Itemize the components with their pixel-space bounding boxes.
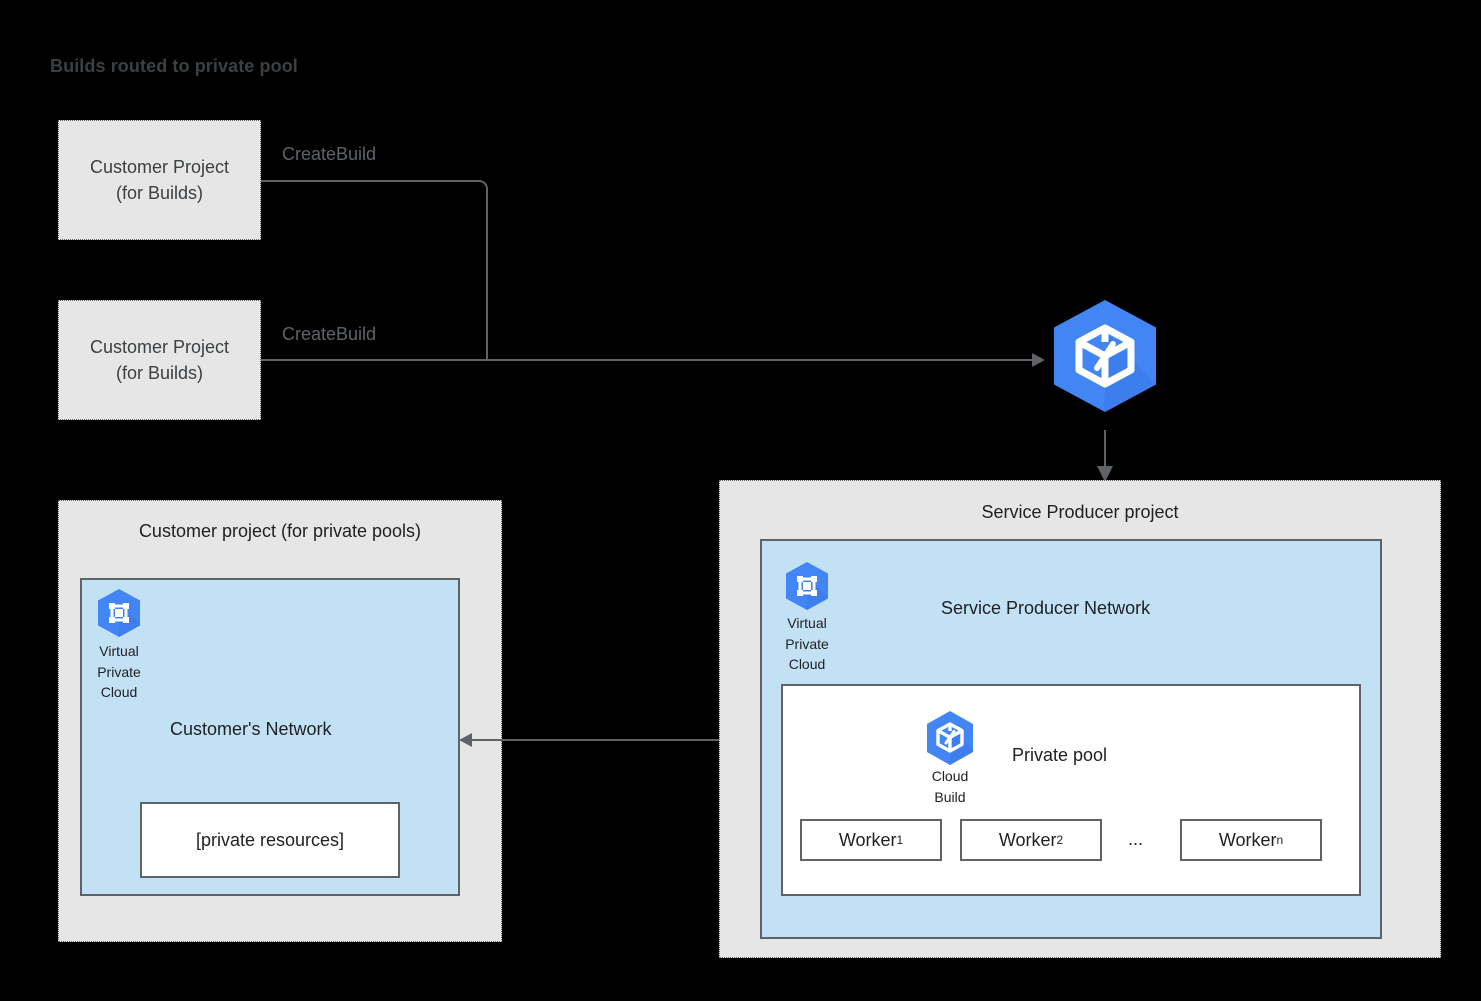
- page-title: Builds routed to private pool: [50, 56, 298, 76]
- private-resources-box: [private resources]: [140, 802, 400, 878]
- vpc-caption-customer-line2: Private: [97, 663, 141, 680]
- connector-cloudbuild-down-arrowhead: [1097, 466, 1113, 482]
- service-producer-project-title: Service Producer project: [981, 502, 1179, 522]
- cloud-build-icon: [1043, 294, 1167, 418]
- customer-build-project-1: Customer Project (for Builds): [58, 120, 261, 240]
- vpc-caption-customer-line1: Virtual: [99, 643, 139, 659]
- cloud-build-caption-line2: Build: [934, 788, 966, 805]
- private-pool-box: [781, 684, 1361, 896]
- vpc-caption-customer: Virtual Private Cloud: [74, 641, 164, 703]
- vpc-caption-customer-line3: Cloud: [100, 684, 138, 701]
- edge-label-createbuild-2: CreateBuild: [282, 324, 377, 344]
- virtual-private-cloud-icon: [780, 559, 834, 613]
- connector-to-cloudbuild-line: [261, 359, 1036, 361]
- service-producer-network-title: Service Producer Network: [941, 598, 1151, 618]
- peering-connector-line: [472, 739, 750, 741]
- vpc-caption-producer-line1: Virtual: [787, 615, 827, 631]
- customer-build-project-2-line2: (for Builds): [115, 363, 203, 383]
- workers-ellipsis: ...: [1128, 829, 1144, 849]
- vpc-caption-producer: Virtual Private Cloud: [762, 613, 852, 675]
- private-resources-label: [private resources]: [195, 829, 345, 850]
- connector-to-cloudbuild-arrowhead: [1032, 353, 1045, 367]
- customer-build-project-2: Customer Project (for Builds): [58, 300, 261, 420]
- worker-2-label: Worker: [998, 829, 1057, 850]
- connector-build1-vertical: [486, 189, 488, 361]
- customer-build-project-1-line2: (for Builds): [115, 183, 203, 203]
- customer-build-project-1-line1: Customer Project: [89, 156, 230, 177]
- edge-label-createbuild-1: CreateBuild: [282, 144, 377, 164]
- customer-build-project-2-line1: Customer Project: [89, 336, 230, 357]
- cloud-build-caption-line1: Cloud: [931, 768, 969, 784]
- connector-build1-horizontal: [261, 180, 479, 182]
- virtual-private-cloud-icon: [92, 586, 146, 640]
- connector-cloudbuild-down-line: [1104, 430, 1106, 468]
- customers-network-title: Customer's Network: [170, 719, 332, 739]
- vpc-caption-producer-line3: Cloud: [788, 656, 826, 673]
- worker-n-label: Worker: [1218, 829, 1277, 850]
- private-pool-title: Private pool: [1012, 745, 1108, 765]
- cloud-build-caption-pool: Cloud Build: [905, 766, 995, 807]
- vpc-caption-producer-line2: Private: [785, 635, 829, 652]
- peering-connector-arrow-left: [459, 733, 472, 747]
- cloud-build-icon: [920, 708, 980, 768]
- customer-private-pool-project-title: Customer project (for private pools): [138, 521, 422, 541]
- worker-1-label: Worker: [838, 829, 897, 850]
